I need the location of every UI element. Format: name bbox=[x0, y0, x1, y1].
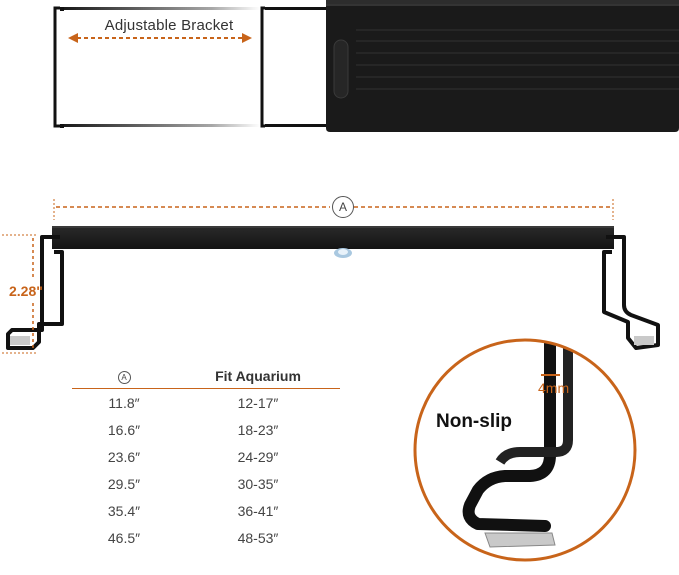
light-side-view bbox=[6, 226, 660, 350]
light-length: 29.5″ bbox=[107, 475, 141, 492]
dimension-a-marker: A bbox=[332, 196, 354, 218]
fit-aquarium-header: Fit Aquarium bbox=[215, 368, 301, 384]
table-row: 11.8″ 12-17″ bbox=[72, 389, 340, 416]
dimension-a-line bbox=[53, 199, 614, 220]
table-row: 46.5″ 48-53″ bbox=[72, 524, 340, 551]
fit-aquarium-table: A Fit Aquarium 11.8″ 12-17″ 16.6″ 18-23″… bbox=[72, 368, 340, 551]
table-row: 35.4″ 36-41″ bbox=[72, 497, 340, 524]
height-dimension bbox=[2, 234, 38, 354]
thickness-label: 4mm bbox=[538, 380, 570, 396]
light-fixture-top bbox=[326, 0, 679, 132]
aquarium-fit: 24-29″ bbox=[237, 448, 279, 465]
aquarium-fit: 12-17″ bbox=[237, 394, 279, 411]
height-label: 2.28" bbox=[9, 283, 43, 299]
light-length: 23.6″ bbox=[107, 448, 141, 465]
table-row: 23.6″ 24-29″ bbox=[72, 443, 340, 470]
table-row: 16.6″ 18-23″ bbox=[72, 416, 340, 443]
column-a-marker: A bbox=[117, 370, 131, 384]
adjustable-bracket-label: Adjustable Bracket bbox=[104, 17, 234, 34]
light-length: 11.8″ bbox=[108, 394, 140, 411]
aquarium-fit: 30-35″ bbox=[237, 475, 279, 492]
aquarium-fit: 36-41″ bbox=[237, 502, 279, 519]
table-header: A Fit Aquarium bbox=[72, 368, 340, 389]
nonslip-zoom-circle bbox=[413, 338, 637, 562]
table-row: 29.5″ 30-35″ bbox=[72, 470, 340, 497]
aquarium-fit: 18-23″ bbox=[237, 421, 279, 438]
light-length: 16.6″ bbox=[107, 421, 141, 438]
bracket-top-view bbox=[53, 6, 329, 128]
light-length: 35.4″ bbox=[107, 502, 141, 519]
arrow-dimension-bracket bbox=[68, 33, 252, 43]
nonslip-label: Non-slip bbox=[436, 411, 512, 432]
aquarium-fit: 48-53″ bbox=[237, 529, 279, 546]
light-length: 46.5″ bbox=[107, 529, 141, 546]
